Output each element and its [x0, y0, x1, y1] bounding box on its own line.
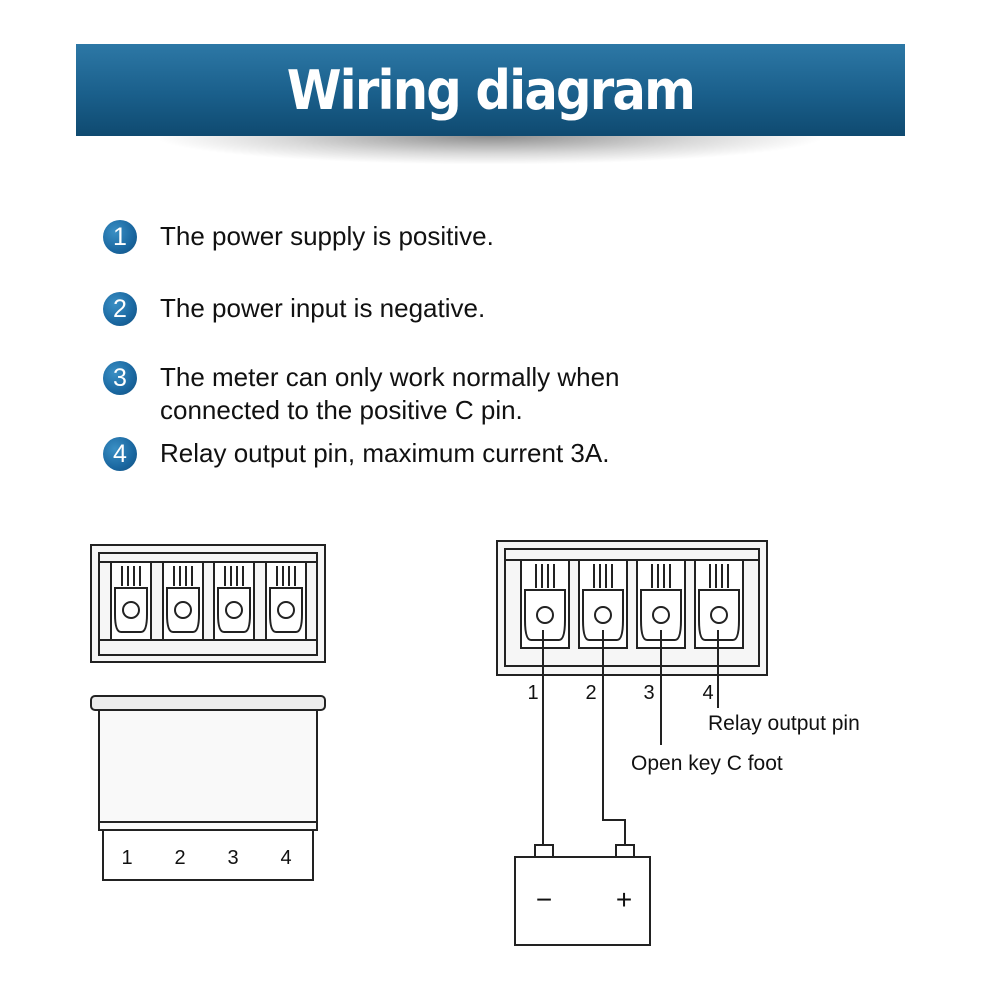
open-key-label: Open key C foot [631, 752, 783, 775]
terminal-screw [520, 559, 570, 649]
number-badge: 2 [103, 292, 137, 326]
wires [542, 630, 719, 845]
list-item: 1 The power supply is positive. [103, 220, 494, 254]
pin-label: 2 [585, 682, 596, 704]
list-item: 2 The power input is negative. [103, 292, 485, 326]
right-terminal-block [496, 540, 768, 676]
pin-label: 4 [280, 847, 291, 869]
item-text-line: The meter can only work normally when [160, 362, 620, 392]
terminal-screw [636, 559, 686, 649]
item-text: The meter can only work normally when co… [160, 361, 620, 427]
number-badge: 3 [103, 361, 137, 395]
battery [514, 844, 651, 946]
pin-label: 1 [527, 682, 538, 704]
page-title: Wiring diagram [286, 58, 696, 122]
pin-label: 3 [643, 682, 654, 704]
number-badge: 4 [103, 437, 137, 471]
item-text: Relay output pin, maximum current 3A. [160, 438, 610, 468]
terminal-screw [162, 561, 204, 641]
battery-minus-symbol: − [536, 884, 552, 915]
item-text-line: connected to the positive C pin. [160, 395, 523, 425]
terminal-screw [213, 561, 255, 641]
pin-label: 4 [702, 682, 713, 704]
pin-label: 1 [121, 847, 132, 869]
pin-label: 2 [174, 847, 185, 869]
terminal-screw [578, 559, 628, 649]
terminal-screw [265, 561, 307, 641]
banner-shadow [160, 136, 820, 164]
battery-plus-symbol: + [616, 884, 632, 915]
list-item: 3 The meter can only work normally when … [103, 361, 620, 427]
right-pin-labels: 1 2 3 4 [527, 682, 713, 704]
left-pin-labels: 1 2 3 4 [121, 847, 291, 869]
relay-output-label: Relay output pin [708, 712, 860, 735]
terminal-screw [110, 561, 152, 641]
number-badge: 1 [103, 220, 137, 254]
item-text: The power input is negative. [160, 293, 486, 323]
list-item: 4 Relay output pin, maximum current 3A. [103, 437, 609, 471]
item-text: The power supply is positive. [160, 221, 494, 251]
pin-label: 3 [227, 847, 238, 869]
left-meter-body [90, 695, 326, 881]
header-banner: Wiring diagram [76, 44, 905, 136]
left-terminal-block [90, 544, 326, 663]
